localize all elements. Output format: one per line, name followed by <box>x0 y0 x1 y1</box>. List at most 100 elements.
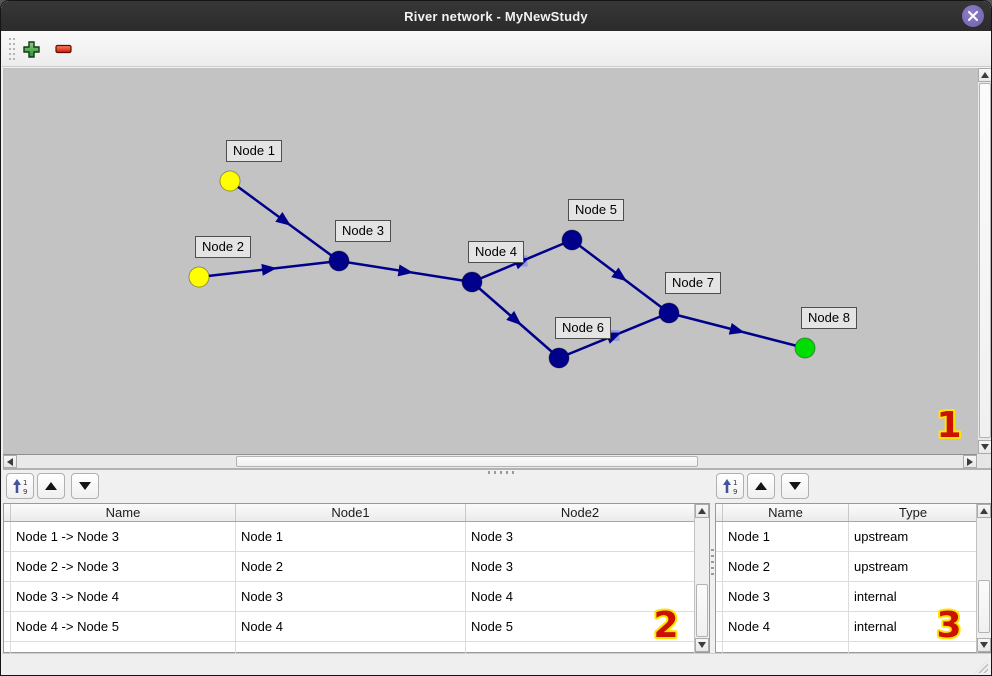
toolbar-drag-handle[interactable] <box>9 38 15 60</box>
table-cell: Node 1 <box>236 522 466 552</box>
main-toolbar <box>2 31 991 67</box>
scrollbar-thumb[interactable] <box>696 584 708 637</box>
network-node[interactable] <box>794 337 816 359</box>
column-header[interactable]: Node1 <box>236 504 466 521</box>
network-node[interactable] <box>188 266 210 288</box>
nodes-move-down-button[interactable] <box>781 473 809 499</box>
nodes-move-up-button[interactable] <box>747 473 775 499</box>
node-label[interactable]: Node 1 <box>226 140 282 162</box>
triangle-down-icon <box>789 482 801 490</box>
network-node[interactable] <box>561 229 583 251</box>
table-cell <box>723 642 849 653</box>
remove-button[interactable] <box>52 38 74 60</box>
scroll-right-button[interactable] <box>963 455 977 468</box>
edges-move-up-button[interactable] <box>37 473 65 499</box>
table-cell: internal <box>849 612 978 642</box>
table-cell: Node 3 <box>723 582 849 612</box>
table-cell <box>849 642 978 653</box>
edges-table-scrollbar[interactable] <box>694 504 709 652</box>
horizontal-splitter-handle[interactable] <box>488 471 518 474</box>
vertical-splitter-handle[interactable] <box>711 549 714 579</box>
column-header[interactable]: Node2 <box>466 504 695 521</box>
node-label[interactable]: Node 7 <box>665 272 721 294</box>
svg-text:1: 1 <box>23 479 27 487</box>
svg-text:9: 9 <box>733 488 737 495</box>
node-label[interactable]: Node 8 <box>801 307 857 329</box>
row-header-stub <box>4 582 11 612</box>
network-node[interactable] <box>658 302 680 324</box>
triangle-left-icon <box>7 457 13 466</box>
add-button[interactable] <box>20 38 42 60</box>
table-row-partial <box>716 642 978 653</box>
table-cell: Node 2 <box>236 552 466 582</box>
column-header[interactable]: Name <box>11 504 236 521</box>
sort-ascending-icon: 1 9 <box>12 478 27 495</box>
triangle-up-icon <box>980 508 988 514</box>
table-cell: Node 4 <box>466 582 695 612</box>
table-cell: Node 3 -> Node 4 <box>11 582 236 612</box>
canvas-vertical-scrollbar[interactable] <box>977 68 991 454</box>
table-cell: Node 4 <box>723 612 849 642</box>
close-button[interactable] <box>962 5 984 27</box>
column-header[interactable]: Name <box>723 504 849 521</box>
table-cell: Node 2 -> Node 3 <box>11 552 236 582</box>
scroll-up-button[interactable] <box>977 504 991 518</box>
node-label[interactable]: Node 2 <box>195 236 251 258</box>
titlebar[interactable]: River network - MyNewStudy <box>1 1 991 31</box>
scroll-left-button[interactable] <box>3 455 17 468</box>
row-header-stub <box>4 552 11 582</box>
nodes-sort-button[interactable]: 1 9 <box>716 473 744 499</box>
scroll-down-button[interactable] <box>977 638 991 652</box>
resize-grip[interactable] <box>975 660 988 673</box>
row-header-stub <box>716 522 723 552</box>
canvas-horizontal-scrollbar[interactable] <box>3 454 977 468</box>
row-header-stub <box>4 504 11 521</box>
scrollbar-thumb[interactable] <box>978 580 990 633</box>
edges-sort-button[interactable]: 1 9 <box>6 473 34 499</box>
network-canvas[interactable]: Node 1 Node 2 Node 3 Node 4 Node 5 Node 6 Node… <box>3 68 977 454</box>
table-cell: upstream <box>849 522 978 552</box>
triangle-up-icon <box>45 482 57 490</box>
scroll-down-button[interactable] <box>695 638 709 652</box>
network-node[interactable] <box>219 170 241 192</box>
scroll-up-button[interactable] <box>695 504 709 518</box>
node-label[interactable]: Node 6 <box>555 317 611 339</box>
table-cell: Node 4 -> Node 5 <box>11 612 236 642</box>
svg-text:1: 1 <box>733 479 737 487</box>
nodes-table-scrollbar[interactable] <box>976 504 991 652</box>
network-node[interactable] <box>328 250 350 272</box>
triangle-up-icon <box>981 72 989 78</box>
scroll-down-button[interactable] <box>978 440 991 454</box>
triangle-down-icon <box>981 444 989 450</box>
scrollbar-thumb[interactable] <box>979 83 991 438</box>
table-cell <box>466 642 695 653</box>
node-label[interactable]: Node 5 <box>568 199 624 221</box>
network-node[interactable] <box>461 271 483 293</box>
edge-arrow-icon <box>397 264 414 277</box>
scrollbar-thumb[interactable] <box>236 456 698 467</box>
node-label[interactable]: Node 4 <box>468 241 524 263</box>
column-header[interactable]: Type <box>849 504 978 521</box>
scroll-up-button[interactable] <box>978 68 991 82</box>
row-header-stub <box>716 612 723 642</box>
edge-arrow-icon <box>506 310 522 326</box>
node-label[interactable]: Node 3 <box>335 220 391 242</box>
edges-move-down-button[interactable] <box>71 473 99 499</box>
table-cell: upstream <box>849 552 978 582</box>
status-bar <box>2 653 991 675</box>
triangle-down-icon <box>79 482 91 490</box>
network-node[interactable] <box>548 347 570 369</box>
triangle-down-icon <box>980 642 988 648</box>
